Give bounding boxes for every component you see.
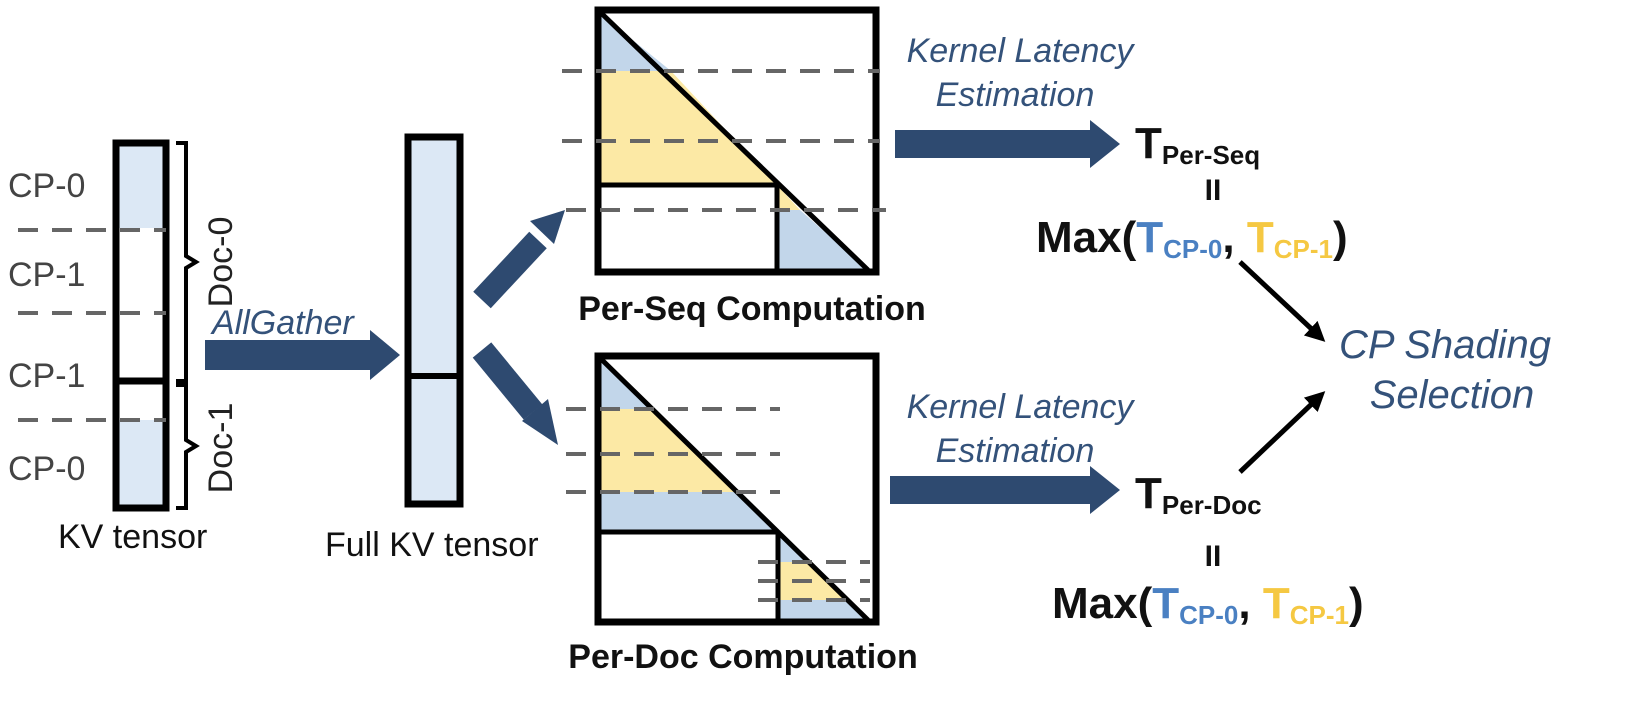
t-cp1: T — [1263, 579, 1290, 628]
kv-tensor — [18, 139, 170, 512]
per-seq-equals: II — [1205, 174, 1222, 207]
t-per-seq: TPer-Seq — [1135, 119, 1260, 170]
t-cp0: T — [1152, 579, 1179, 628]
per-doc-matrix — [566, 352, 880, 626]
doc1-label: Doc-1 — [202, 403, 240, 494]
per-doc-cp1-region — [598, 409, 735, 492]
t-per-doc: TPer-Doc — [1135, 469, 1262, 520]
kv-label-cp0: CP-0 — [8, 450, 85, 488]
t-cp0-subscript: CP-0 — [1179, 600, 1238, 630]
selection-line1: CP Shading — [1339, 323, 1551, 367]
full-kv-tensor — [404, 133, 464, 508]
per-seq-caption: Per-Seq Computation — [578, 290, 926, 328]
kv-label-cp1: CP-1 — [8, 256, 85, 294]
kv-cp0-fill-doc1 — [116, 420, 166, 508]
per-doc-cp0-region — [598, 492, 778, 532]
per-doc-max-expression: Max(TCP-0, TCP-1) — [1052, 579, 1364, 630]
per-doc-caption: Per-Doc Computation — [568, 638, 917, 676]
kv-cp0-fill-doc0 — [116, 143, 166, 228]
kv-doc1-block — [112, 377, 170, 512]
per-seq-matrix — [562, 6, 886, 276]
per-seq-max-expression: Max(TCP-0, TCP-1) — [1036, 213, 1348, 264]
doc-to-selection-arrow — [1238, 391, 1326, 474]
to-per-doc-arrow-shaft — [472, 342, 543, 420]
to-per-seq-arrow-shaft — [473, 231, 547, 309]
per-seq-latency-arrow — [895, 120, 1120, 168]
per-seq-cp1-region — [598, 71, 777, 185]
allgather-arrow — [205, 330, 400, 380]
seq-to-selection-arrow — [1238, 260, 1326, 342]
per-seq-cp0-region — [777, 210, 868, 270]
t-cp1: T — [1247, 213, 1274, 262]
per-seq-latency-line1: Kernel Latency — [907, 32, 1136, 70]
per-doc-latency-arrow — [890, 466, 1120, 514]
t-cp1-subscript: CP-1 — [1274, 234, 1333, 264]
t-cp1-subscript: CP-1 — [1290, 600, 1349, 630]
allgather-label: AllGather — [210, 304, 355, 342]
per-doc-frame — [594, 352, 880, 626]
t-per-seq-subscript: Per-Seq — [1162, 140, 1260, 170]
kv-tensor-caption: KV tensor — [58, 518, 207, 556]
per-seq-latency-line2: Estimation — [936, 76, 1095, 114]
t-per-doc-subscript: Per-Doc — [1162, 490, 1262, 520]
doc0-label: Doc-0 — [202, 217, 240, 308]
doc0-brace — [176, 141, 200, 383]
selection-line2: Selection — [1370, 373, 1535, 417]
per-doc-equals: II — [1205, 540, 1222, 573]
full-kv-caption: Full KV tensor — [325, 526, 539, 564]
to-per-seq-arrow-head — [530, 210, 565, 244]
kv-label-cp1: CP-1 — [8, 357, 85, 395]
to-per-doc-arrow-head — [522, 399, 558, 445]
per-doc-latency-line1: Kernel Latency — [907, 388, 1136, 426]
doc1-brace — [176, 383, 200, 510]
t-cp0-subscript: CP-0 — [1163, 234, 1222, 264]
kv-label-cp0: CP-0 — [8, 167, 85, 205]
per-doc-diagonal — [596, 354, 870, 622]
t-cp0: T — [1136, 213, 1163, 262]
per-doc-cp0-region — [778, 600, 868, 620]
per-doc-latency-line2: Estimation — [936, 432, 1095, 470]
